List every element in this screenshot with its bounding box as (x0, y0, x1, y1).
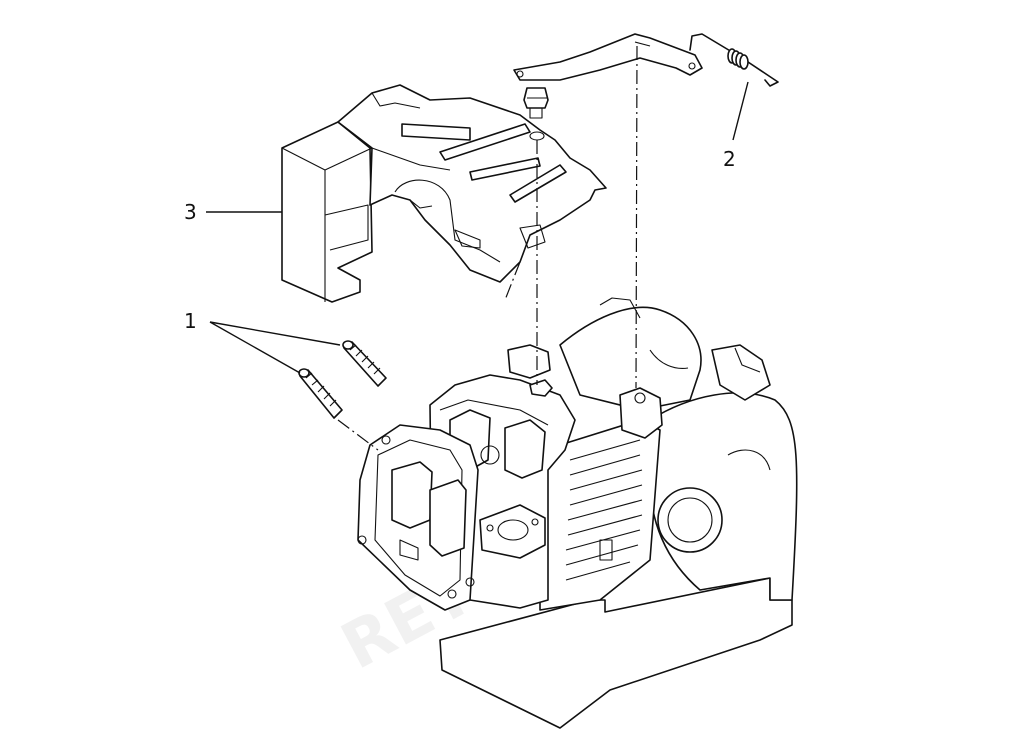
callout-1: 1 (184, 309, 197, 333)
leader-1b (209, 321, 301, 374)
cover-bolt (523, 87, 549, 141)
leader-1a (209, 321, 341, 346)
engine-block (357, 297, 798, 729)
stud-lower (298, 368, 343, 419)
stud-upper (342, 340, 387, 387)
spring (727, 48, 749, 70)
leader-lines (206, 81, 749, 374)
callout-2: 2 (723, 147, 736, 171)
assembly-centerlines (337, 45, 638, 451)
cylinder-cover (281, 84, 607, 303)
callout-3: 3 (184, 200, 197, 224)
leader-2 (732, 81, 749, 141)
governor-link (513, 33, 779, 87)
